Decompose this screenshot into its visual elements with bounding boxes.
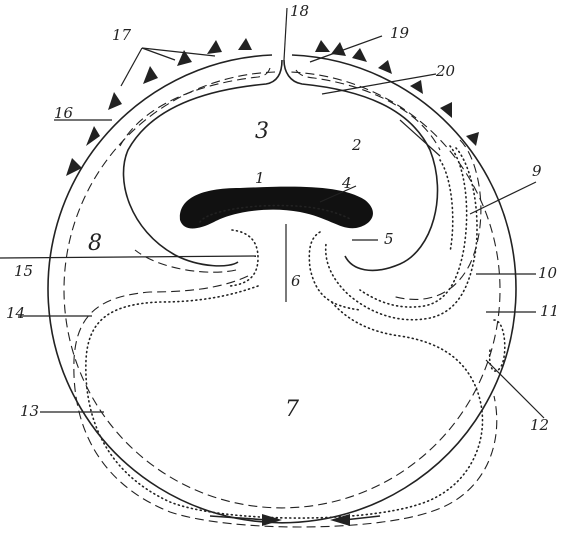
- outer-envelope: [48, 55, 516, 523]
- label-8: 8: [88, 231, 102, 256]
- label-3: 3: [255, 119, 269, 144]
- labels: 1 2 3 4 5 6 7 8 9 10 11 12 13 14 15 16 1…: [6, 2, 559, 434]
- yolk-stalk: [230, 230, 360, 310]
- label-13: 13: [20, 402, 39, 420]
- villi: [66, 38, 479, 176]
- label-2: 2: [351, 136, 362, 154]
- label-14: 14: [6, 304, 25, 322]
- label-18: 18: [290, 2, 309, 20]
- label-6: 6: [291, 272, 301, 290]
- label-19: 19: [390, 24, 410, 42]
- label-10: 10: [538, 264, 558, 282]
- leader-lines: [0, 8, 544, 418]
- label-16: 16: [54, 104, 74, 122]
- label-15: 15: [14, 262, 33, 280]
- label-5: 5: [384, 230, 394, 248]
- label-9: 9: [532, 162, 542, 180]
- label-4: 4: [341, 174, 352, 192]
- label-20: 20: [435, 62, 456, 80]
- label-12: 12: [530, 416, 549, 434]
- label-7: 7: [285, 397, 299, 422]
- embryonic-disc: [180, 187, 373, 229]
- label-1: 1: [255, 169, 265, 187]
- label-17: 17: [112, 26, 132, 44]
- label-11: 11: [540, 302, 559, 320]
